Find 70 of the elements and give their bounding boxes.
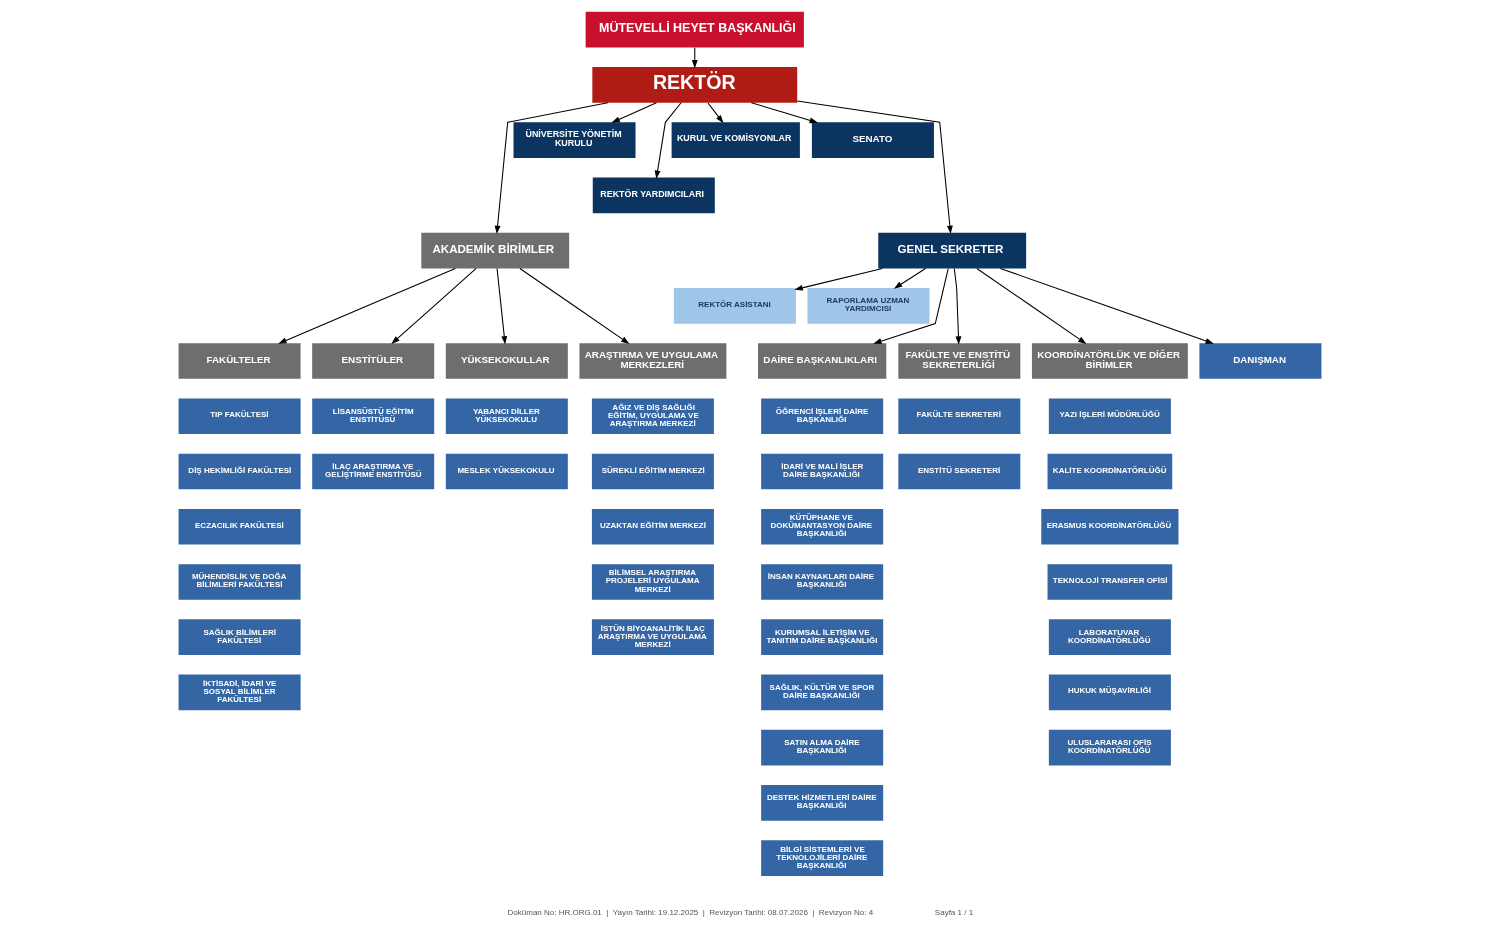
node-box: REKTÖR YARDIMCILARI xyxy=(592,177,715,214)
node-box: İSTÜN BİYOANALİTİK İLAÇ ARAŞTIRMA VE UYGULAMA MERKEZİ xyxy=(591,619,714,655)
arrow xyxy=(750,102,818,124)
node-box: BİLGİ SİSTEMLERİ VE TEKNOLOJİLERİ DAİRE BAŞKANLIĞI xyxy=(761,840,884,876)
node-box: ENSTİTÜ SEKRETERİ xyxy=(898,453,1021,490)
label: Sayfa 1 / 1 xyxy=(934,908,974,918)
node-box: GENEL SEKRETER xyxy=(878,232,1027,269)
node-box: MÜHENDİSLİK VE DOĞA BİLİMLERİ FAKÜLTESİ xyxy=(178,564,301,600)
node-box: AKADEMİK BİRİMLER xyxy=(421,232,570,269)
node-box: HUKUK MÜŞAVİRLİĞİ xyxy=(1048,674,1171,711)
arrow xyxy=(953,267,962,345)
arrow xyxy=(278,267,456,344)
node-box: SÜREKLİ EĞİTİM MERKEZİ xyxy=(591,453,714,490)
arrow xyxy=(976,267,1087,345)
arrow xyxy=(707,102,724,124)
node-box: YAZI İŞLERİ MÜDÜRLÜĞÜ xyxy=(1048,398,1171,435)
node-box: ARAŞTIRMA VE UYGULAMA MERKEZLERİ xyxy=(579,343,727,379)
node-box: KÜTÜPHANE VE DOKÜMANTASYON DAİRE BAŞKANLIĞI xyxy=(761,508,884,545)
node-box: REKTÖR xyxy=(592,67,798,103)
arrow xyxy=(391,267,477,344)
node-box: RAPORLAMA UZMAN YARDIMCISI xyxy=(807,288,930,324)
node-box: SATIN ALMA DAİRE BAŞKANLIĞI xyxy=(761,729,884,766)
node-box: ENSTİTÜLER xyxy=(312,343,435,379)
node-box: KURUMSAL İLETİŞİM VE TANITIM DAİRE BAŞKANLIĞI xyxy=(761,619,884,655)
node-box: İKTİSADİ, İDARİ VE SOSYAL BİLİMLER FAKÜLTESİ xyxy=(178,674,301,711)
label: Doküman No: HR.ORG.01 | Yayın Tarihi: 19.12.2025 | Revizyon Tarihi: 08.07.2026 | Revizyon No: 4 xyxy=(507,908,874,918)
arrow xyxy=(611,102,657,123)
arrow xyxy=(496,267,508,345)
arrow xyxy=(873,268,949,344)
node-box: BİLİMSEL ARAŞTIRMA PROJELERİ UYGULAMA MERKEZİ xyxy=(591,564,714,600)
node-box: FAKÜLTELER xyxy=(178,343,301,379)
node-box: YABANCI DİLLER YÜKSEKOKULU xyxy=(445,398,568,435)
node-box: DESTEK HİZMETLERİ DAİRE BAŞKANLIĞI xyxy=(761,785,884,821)
node-box: TEKNOLOJİ TRANSFER OFİSİ xyxy=(1047,564,1173,600)
node-box: LABORATUVAR KOORDİNATÖRLÜĞÜ xyxy=(1048,619,1171,655)
node-box: MÜTEVELLİ HEYET BAŞKANLIĞI xyxy=(585,11,804,48)
node-box: SAĞLIK BİLİMLERİ FAKÜLTESİ xyxy=(178,619,301,655)
node-box: ECZACILIK FAKÜLTESİ xyxy=(178,508,301,545)
node-box: İNSAN KAYNAKLARI DAİRE BAŞKANLIĞI xyxy=(761,564,884,600)
node-box: İLAÇ ARAŞTIRMA VE GELİŞTİRME ENSTİTÜSÜ xyxy=(312,453,435,490)
node-box: KOORDİNATÖRLÜK VE DİĞER BİRİMLER xyxy=(1031,343,1188,379)
node-box: ÜNİVERSİTE YÖNETİM KURULU xyxy=(513,122,636,158)
node-box: DAİRE BAŞKANLIKLARI xyxy=(758,343,887,379)
node-box: AĞIZ VE DİŞ SAĞLIĞI EĞİTİM, UYGULAMA VE ARAŞTIRMA MERKEZİ xyxy=(591,398,714,435)
node-box: SENATO xyxy=(811,122,934,158)
node-box: UZAKTAN EĞİTİM MERKEZİ xyxy=(591,508,714,545)
node-box: DANIŞMAN xyxy=(1199,343,1322,379)
node-box: YÜKSEKOKULLAR xyxy=(445,343,568,379)
arrow xyxy=(796,100,953,235)
node-box: FAKÜLTE VE ENSTİTÜ SEKRETERLİĞİ xyxy=(898,343,1021,379)
node-box: ULUSLARARASI OFİS KOORDİNATÖRLÜĞÜ xyxy=(1048,729,1171,766)
node-box: TIP FAKÜLTESİ xyxy=(178,398,301,435)
arrow xyxy=(654,102,682,179)
node-box: İDARİ VE MALİ İŞLER DAİRE BAŞKANLIĞI xyxy=(761,453,884,490)
node-box: SAĞLIK, KÜLTÜR VE SPOR DAİRE BAŞKANLIĞI xyxy=(761,674,884,711)
node-box: ERASMUS KOORDİNATÖRLÜĞÜ xyxy=(1041,508,1179,545)
node-box: LİSANSÜSTÜ EĞİTİM ENSTİTÜSÜ xyxy=(312,398,435,435)
node-box: KURUL VE KOMİSYONLAR xyxy=(671,122,800,158)
node-box: DİŞ HEKİMLİĞİ FAKÜLTESİ xyxy=(178,453,301,490)
arrow xyxy=(999,267,1214,344)
node-box: REKTÖR ASİSTANI xyxy=(673,288,796,324)
node-box: FAKÜLTE SEKRETERİ xyxy=(898,398,1021,435)
arrow xyxy=(893,268,926,289)
arrow xyxy=(519,267,630,345)
node-box: KALİTE KOORDİNATÖRLÜĞÜ xyxy=(1047,453,1173,490)
node-box: MESLEK YÜKSEKOKULU xyxy=(445,453,568,490)
node-box: ÖĞRENCİ İŞLERİ DAİRE BAŞKANLIĞI xyxy=(761,398,884,435)
arrow xyxy=(691,47,698,69)
arrow xyxy=(794,267,883,291)
arrow xyxy=(494,102,609,235)
